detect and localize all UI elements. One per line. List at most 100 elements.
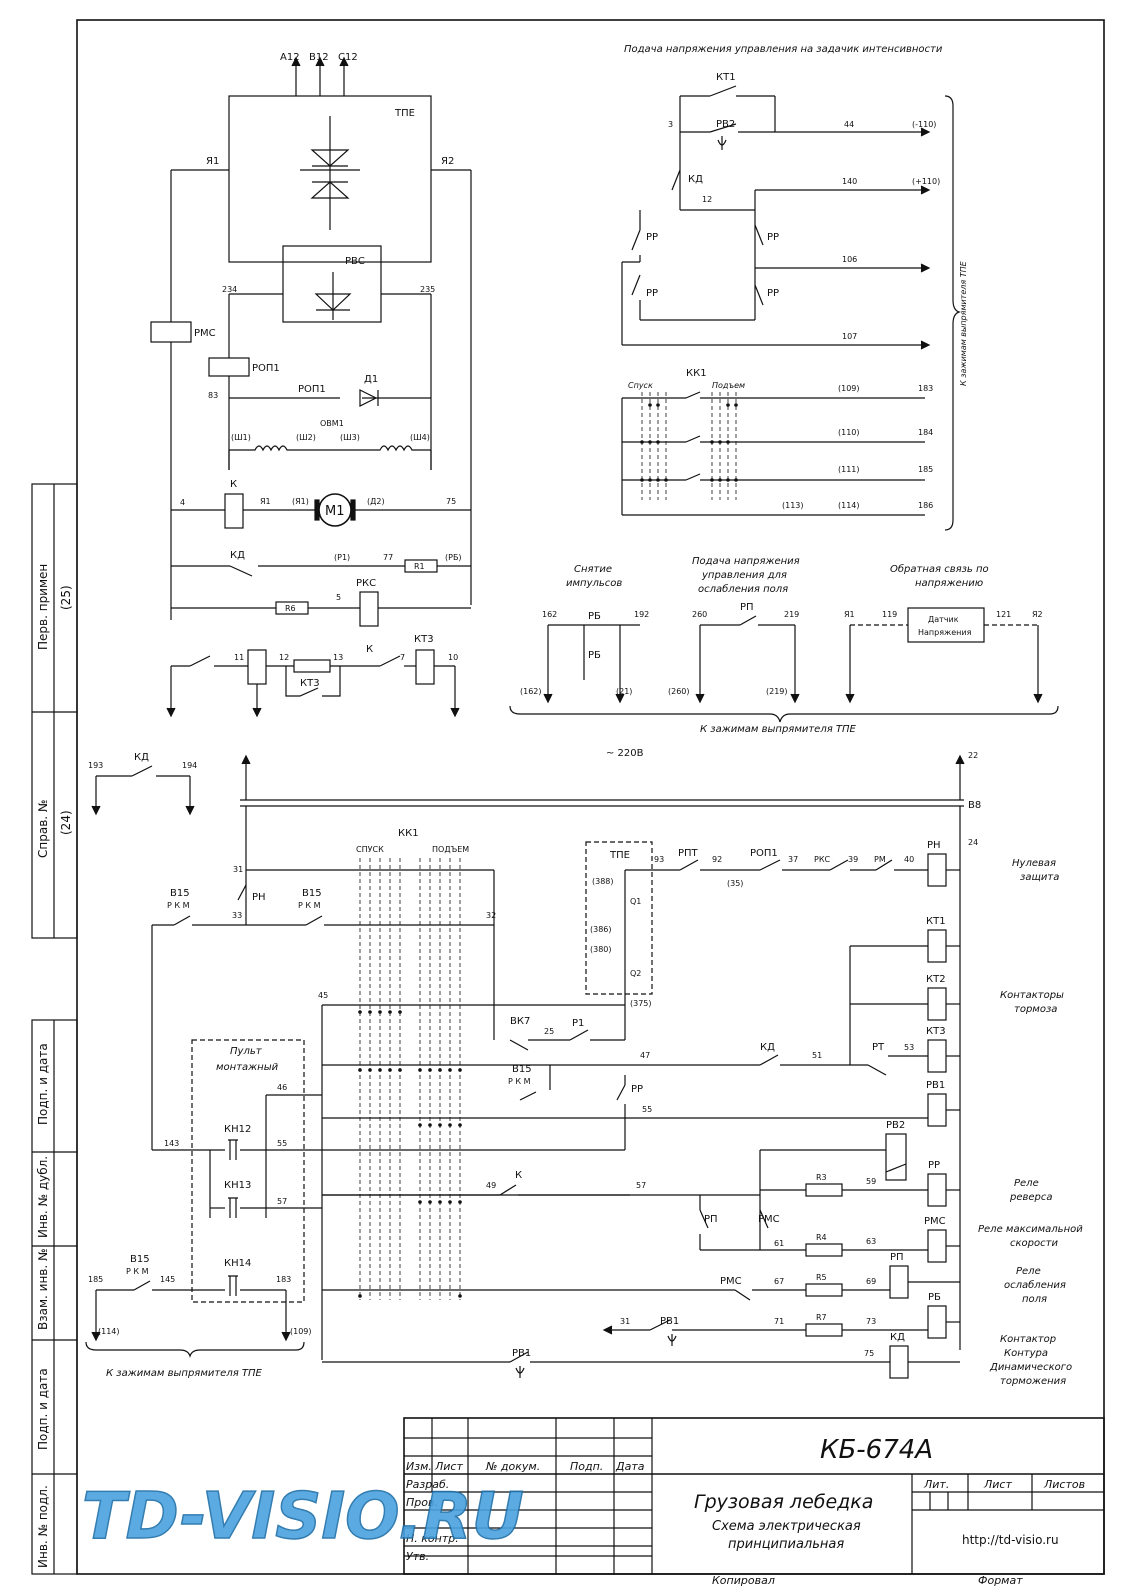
- label-69: 69: [866, 1277, 876, 1286]
- power-circuit: А12 В12 С12 ТПЕ Я1 Я2 РВС 234 235 РМС: [150, 52, 472, 718]
- label-q2: Q2: [630, 969, 641, 978]
- side-panel: Перв. примен (25) Справ. № (24) Подп. и …: [31, 483, 78, 1575]
- label-4: 4: [180, 498, 185, 507]
- label-71: 71: [774, 1317, 784, 1326]
- label-r1c: Р1: [572, 1018, 584, 1029]
- label-c12: С12: [338, 52, 358, 63]
- label-145: 145: [160, 1275, 175, 1284]
- caption-feedback-1: Обратная связь по: [890, 563, 989, 575]
- label-59: 59: [866, 1177, 876, 1186]
- label-spusk-caps: СПУСК: [356, 845, 384, 854]
- label-rms: РМС: [194, 328, 216, 339]
- coil-rr: [927, 1173, 947, 1207]
- label-rp-coil: РП: [890, 1252, 904, 1263]
- label-219b: (219): [766, 687, 788, 696]
- title-block: КБ-674А Изм. Лист № докум. Подп. Дата Ра…: [403, 1417, 1105, 1587]
- coil-rp: [889, 1265, 909, 1299]
- label-ya1: Я1: [206, 156, 219, 167]
- right-notes: Нулевая защита Контакторы тормоза Реле р…: [978, 858, 1083, 1387]
- side-perv-primen: Перв. примен: [36, 564, 50, 650]
- note-4-l2: ослабления: [1004, 1279, 1066, 1291]
- label-podem-caps: ПОДЪЕМ: [432, 845, 469, 854]
- label-110: (110): [838, 428, 860, 437]
- label-ya2: Я2: [441, 156, 454, 167]
- label-46: 46: [277, 1083, 287, 1092]
- label-162b: (162): [520, 687, 542, 696]
- label-rv2-coil: РВ2: [886, 1120, 905, 1131]
- label-380: (380): [590, 945, 612, 954]
- label-rms-lo: РМС: [758, 1214, 780, 1225]
- label-r4: R4: [816, 1233, 827, 1242]
- note-5-l2: Контура: [1004, 1348, 1048, 1359]
- note-1-l1: Контакторы: [1000, 990, 1064, 1001]
- label-375: (375): [630, 999, 652, 1008]
- label-12: 12: [702, 195, 712, 204]
- label-21: (21): [616, 687, 632, 696]
- note-2-l2: реверса: [1009, 1192, 1053, 1203]
- side-inv-podl: Инв. № подл.: [36, 1485, 50, 1568]
- resistor-r3: [805, 1183, 843, 1197]
- label-kk1-up: КК1: [686, 368, 707, 379]
- label-tpe-lo: ТПЕ: [609, 850, 630, 861]
- label-5: 5: [336, 593, 341, 602]
- caption-terminals-mid: К зажимам выпрямителя ТПЕ: [700, 724, 857, 735]
- label-rb-coil: РБ: [928, 1292, 941, 1303]
- label-rt: РТ: [872, 1042, 885, 1053]
- label-m1: М1: [325, 504, 345, 519]
- label-bk7: ВК7: [510, 1016, 530, 1027]
- label-61: 61: [774, 1239, 784, 1248]
- label-rop1-lo: РОП1: [750, 848, 778, 859]
- label-49: 49: [486, 1181, 496, 1190]
- label-ovm1: ОВМ1: [320, 419, 344, 428]
- label-rp-lo: РП: [704, 1214, 718, 1225]
- label-kd-47: КД: [760, 1042, 775, 1053]
- coil-kd: [889, 1345, 909, 1379]
- label-77: 77: [383, 553, 393, 562]
- label-ya1b: (Я1): [292, 497, 309, 506]
- label-37: 37: [788, 855, 798, 864]
- note-5-l1: Контактор: [1000, 1334, 1056, 1345]
- caption-control-voltage: Подача напряжения управления на задачик …: [624, 44, 943, 55]
- label-7: 7: [400, 653, 405, 662]
- label-kt3-coil-lo: КТ3: [926, 1026, 946, 1037]
- stamp-razrab: Разраб.: [406, 1478, 449, 1491]
- label-185-b: 185: [88, 1275, 103, 1284]
- label-63: 63: [866, 1237, 876, 1246]
- label-r7: R7: [816, 1313, 827, 1322]
- pult-dashed-box: [191, 1039, 305, 1303]
- coil-rv1: [927, 1093, 947, 1127]
- stamp-lit: Лит.: [923, 1478, 949, 1491]
- label-183-b: 183: [276, 1275, 291, 1284]
- label-d1: Д1: [364, 374, 378, 385]
- label-podem: Подъем: [712, 381, 745, 390]
- label-kd-193: КД: [134, 752, 149, 763]
- label-m110: (-110): [912, 120, 936, 129]
- label-185: 185: [918, 465, 933, 474]
- caption-pult-2: монтажный: [216, 1062, 279, 1073]
- label-b8: В8: [968, 800, 981, 811]
- resistor-r4: [805, 1243, 843, 1257]
- stamp-prov: Пров.: [406, 1496, 438, 1509]
- label-sh3: (Ш3): [340, 433, 360, 442]
- label-p1: (Р1): [334, 553, 350, 562]
- label-183: 183: [918, 384, 933, 393]
- label-40: 40: [904, 855, 914, 864]
- label-57-l: 57: [277, 1197, 287, 1206]
- label-67: 67: [774, 1277, 784, 1286]
- side-podp-data: Подп. и дата: [36, 1043, 50, 1125]
- label-10: 10: [448, 653, 458, 662]
- doc-name: Грузовая лебедка: [694, 1491, 873, 1513]
- coil-rb: [927, 1305, 947, 1339]
- label-184: 184: [918, 428, 933, 437]
- label-kt2-coil: КТ2: [926, 974, 946, 985]
- label-b15-l: В15: [170, 888, 190, 899]
- label-rop1-contact: РОП1: [298, 384, 326, 395]
- label-rr-2: РР: [646, 288, 658, 299]
- note-1-l2: тормоза: [1014, 1004, 1057, 1015]
- label-113: (113): [782, 501, 804, 510]
- coil-rv2: [885, 1133, 907, 1181]
- coil-rn: [927, 853, 947, 887]
- label-b12: В12: [309, 52, 329, 63]
- label-24: 24: [968, 838, 978, 847]
